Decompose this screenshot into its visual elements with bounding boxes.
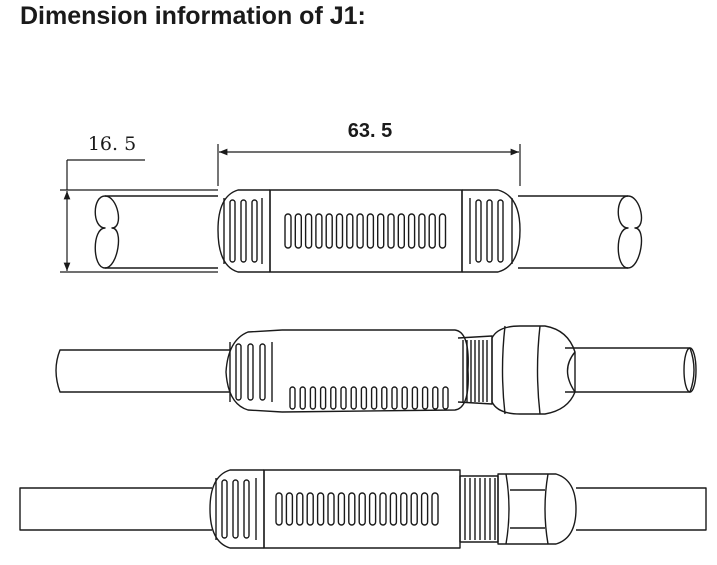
body-slot bbox=[289, 386, 296, 410]
body-slot bbox=[327, 492, 335, 526]
grip-slot bbox=[240, 199, 247, 263]
body-slot bbox=[340, 386, 347, 410]
left-nut bbox=[209, 469, 264, 549]
right-cable bbox=[576, 487, 707, 531]
body-slot bbox=[391, 386, 398, 410]
grip-slot bbox=[475, 199, 482, 263]
body-slot bbox=[299, 386, 306, 410]
body-slot bbox=[294, 213, 302, 249]
right-nut bbox=[462, 189, 521, 273]
body-slot bbox=[411, 386, 419, 410]
thread bbox=[459, 475, 499, 543]
thread-lines bbox=[464, 478, 496, 540]
body-slot bbox=[337, 492, 346, 526]
body-slot bbox=[325, 213, 333, 249]
body-slot bbox=[285, 492, 294, 526]
right-cable bbox=[518, 195, 628, 269]
body-slot bbox=[379, 492, 387, 526]
left-cable bbox=[19, 487, 212, 531]
diameter-dimension bbox=[60, 159, 218, 273]
body-slot bbox=[360, 386, 368, 410]
cap-nut bbox=[491, 325, 576, 415]
body-slots bbox=[284, 213, 447, 249]
body-slot bbox=[316, 492, 325, 526]
body-slot bbox=[438, 213, 447, 249]
body-slot bbox=[368, 492, 377, 526]
body-slot bbox=[389, 492, 398, 526]
body-slot bbox=[421, 386, 429, 410]
diameter-dimension-label: 16. 5 bbox=[88, 133, 136, 155]
grip-slot bbox=[221, 479, 228, 539]
body-slot bbox=[410, 492, 418, 526]
left-grip-slots bbox=[229, 342, 273, 402]
grip-slot bbox=[497, 199, 504, 263]
body-slot bbox=[381, 386, 388, 410]
grip-slot bbox=[251, 199, 258, 263]
body-slot bbox=[348, 492, 356, 526]
left-grip-slots bbox=[215, 478, 257, 540]
length-dimension-label: 63. 5 bbox=[348, 120, 392, 142]
body-slot bbox=[431, 492, 439, 526]
center-body bbox=[263, 469, 461, 549]
body-slot bbox=[350, 386, 357, 410]
body-slot bbox=[330, 386, 337, 410]
right-grip-slots bbox=[469, 198, 513, 264]
body-slot bbox=[315, 213, 323, 249]
side-view bbox=[19, 469, 707, 549]
left-cable-end bbox=[94, 195, 120, 269]
body-slot bbox=[346, 213, 354, 249]
body-slot bbox=[358, 492, 366, 526]
grip-slot bbox=[229, 199, 236, 263]
body-slot bbox=[397, 213, 405, 249]
right-cable bbox=[565, 347, 695, 393]
grip-slot bbox=[486, 199, 493, 263]
body-slot bbox=[309, 386, 317, 410]
top-view bbox=[94, 189, 643, 273]
body-slot bbox=[418, 213, 426, 249]
body-slot bbox=[401, 386, 408, 410]
grip-slot bbox=[232, 479, 239, 539]
body-slot bbox=[442, 386, 449, 410]
perspective-view bbox=[55, 325, 697, 415]
body-slot bbox=[428, 213, 436, 249]
thread-lines bbox=[462, 340, 488, 402]
body-slot bbox=[296, 492, 304, 526]
body-slot bbox=[356, 213, 364, 249]
right-cable-end bbox=[617, 195, 643, 269]
body-slot bbox=[407, 213, 416, 249]
body-slot bbox=[319, 386, 327, 410]
grip-slot bbox=[235, 343, 242, 401]
left-cable bbox=[55, 349, 230, 393]
left-cable bbox=[105, 195, 218, 269]
body-slot bbox=[420, 492, 429, 526]
length-dimension bbox=[217, 144, 521, 186]
left-grip-slots bbox=[223, 198, 263, 264]
grip-slot bbox=[243, 479, 250, 539]
body-slot bbox=[304, 213, 313, 249]
page-title: Dimension information of J1: bbox=[20, 2, 366, 30]
body-slot bbox=[284, 213, 292, 249]
body-slot bbox=[387, 213, 395, 249]
body-slots bbox=[275, 492, 439, 526]
center-body bbox=[281, 329, 469, 413]
body-slot bbox=[306, 492, 314, 526]
body-slot bbox=[275, 492, 283, 526]
body-slot bbox=[370, 386, 378, 410]
cap-nut bbox=[497, 473, 577, 545]
grip-slot bbox=[247, 343, 254, 401]
body-slot bbox=[377, 213, 385, 249]
body-slot bbox=[335, 213, 344, 249]
grip-slot bbox=[259, 343, 266, 401]
left-grip bbox=[225, 329, 283, 413]
body-slots bbox=[289, 386, 449, 410]
center-body bbox=[269, 189, 463, 273]
body-slot bbox=[400, 492, 408, 526]
left-nut bbox=[217, 189, 270, 273]
body-slot bbox=[366, 213, 375, 249]
body-slot bbox=[432, 386, 439, 410]
